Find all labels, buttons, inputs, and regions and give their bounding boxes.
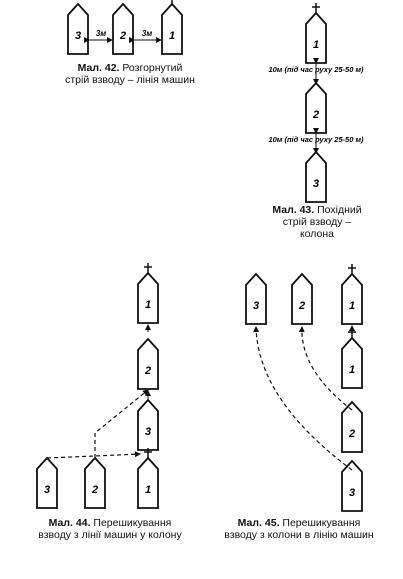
- caption-line: колона: [299, 228, 335, 240]
- gap-label: 10м (під час руху 25-50 м): [268, 135, 364, 144]
- vehicle-number: 1: [313, 39, 319, 51]
- vehicle-number: 2: [298, 300, 305, 312]
- caption-number: Мал. 42.: [77, 62, 120, 74]
- fig43-vehicle-3: 3: [305, 150, 327, 203]
- fig43-vehicle-1: 1: [305, 3, 327, 64]
- fig45-line-vehicle-1: 1: [341, 264, 363, 325]
- path-vehicle-2: [94, 389, 149, 458]
- vehicle-number: 3: [313, 178, 319, 190]
- vehicle-number: 3: [145, 426, 151, 438]
- vehicle-number: 2: [91, 484, 98, 496]
- fig45-line-vehicle-2: 2: [291, 272, 313, 325]
- fig45-formation: 3 2 1 1 2 3: [245, 264, 363, 512]
- vehicle-number: 1: [169, 30, 175, 42]
- vehicle-number: 1: [145, 299, 151, 311]
- fig44-caption: Мал. 44. Перешикування взводу з лінії ма…: [30, 517, 190, 541]
- caption-line: стрій взводу – лінія машин: [65, 74, 195, 86]
- fig43-formation: 1 2 3 10м (під час руху 25-50 м) 10м (пі…: [268, 3, 364, 203]
- fig42-formation: 3 2 1 3м 3м: [67, 0, 183, 55]
- caption-number: Мал. 43.: [272, 204, 315, 216]
- vehicle-number: 2: [312, 109, 319, 121]
- fig44-line-vehicle-2: 2: [84, 456, 106, 509]
- fig44-column-vehicle-1: 1: [137, 263, 159, 324]
- vehicle-number: 1: [145, 484, 151, 496]
- vehicle-number: 1: [349, 364, 355, 376]
- fig45-line-vehicle-3: 3: [245, 272, 267, 325]
- caption-title: Перешикування: [93, 517, 172, 529]
- fig45-column-vehicle-3: 3: [341, 459, 363, 512]
- caption-title: Перешикування: [282, 517, 361, 529]
- fig42-vehicle-2: 2: [112, 2, 134, 55]
- fig44-line-vehicle-1: 1: [137, 448, 159, 509]
- fig44-formation: 1 2 3 3 2 1: [36, 263, 159, 509]
- caption-title: Похідний: [317, 204, 362, 216]
- vehicle-number: 3: [349, 487, 355, 499]
- fig43-caption: Мал. 43. Похідний стрій взводу – колона: [262, 204, 372, 240]
- gap-label: 10м (під час руху 25-50 м): [268, 65, 364, 74]
- caption-number: Мал. 45.: [237, 517, 280, 529]
- fig45-column-vehicle-1: 1: [341, 328, 363, 389]
- path-vehicle-3: [46, 451, 141, 459]
- gap-label: 3м: [142, 29, 152, 38]
- vehicle-number: 2: [348, 428, 355, 440]
- caption-line: взводу з колони в лінію машин: [224, 529, 374, 541]
- caption-line: взводу з лінії машин у колону: [38, 529, 182, 541]
- vehicle-number: 1: [349, 300, 355, 312]
- vehicle-number: 3: [253, 300, 259, 312]
- caption-number: Мал. 44.: [48, 517, 91, 529]
- fig44-column-vehicle-2: 2: [137, 337, 159, 390]
- path-vehicle-2: [298, 326, 353, 411]
- fig45-column-vehicle-2: 2: [341, 400, 363, 453]
- caption-title: Розгорнутий: [122, 62, 183, 74]
- vehicle-number: 2: [119, 30, 126, 42]
- fig42-caption: Мал. 42. Розгорнутий стрій взводу – ліні…: [60, 62, 200, 86]
- fig44-line-vehicle-3: 3: [36, 456, 58, 509]
- gap-label: 3м: [96, 29, 106, 38]
- fig42-vehicle-3: 3: [67, 2, 89, 55]
- path-vehicle-3: [253, 326, 353, 471]
- fig42-vehicle-1: 1: [161, 0, 183, 55]
- fig43-vehicle-2: 2: [305, 81, 327, 134]
- vehicle-number: 2: [144, 365, 151, 377]
- vehicle-number: 3: [75, 30, 81, 42]
- fig45-caption: Мал. 45. Перешикування взводу з колони в…: [214, 517, 384, 541]
- vehicle-number: 3: [44, 484, 50, 496]
- fig44-column-vehicle-3: 3: [137, 398, 159, 451]
- caption-line: стрій взводу –: [282, 216, 352, 228]
